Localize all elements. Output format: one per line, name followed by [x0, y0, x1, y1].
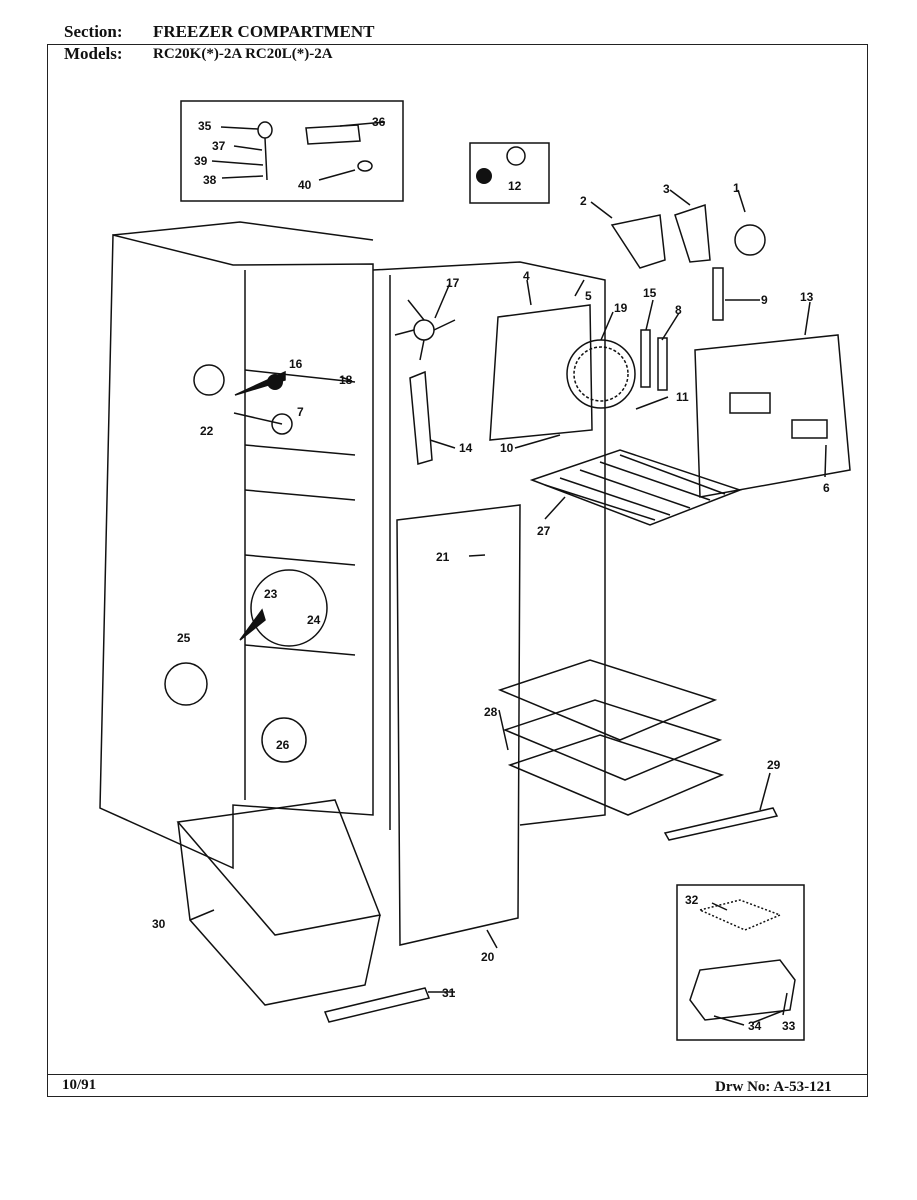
callout-7: 7: [297, 405, 304, 419]
callout-22: 22: [200, 424, 214, 438]
section-title: FREEZER COMPARTMENT: [153, 22, 375, 41]
callout-31: 31: [442, 986, 456, 1000]
inset-box-12: [469, 142, 550, 204]
callout-9: 9: [761, 293, 768, 307]
callout-28: 28: [484, 705, 498, 719]
callout-12: 12: [508, 179, 522, 193]
callout-27: 27: [537, 524, 551, 538]
callout-5: 5: [585, 289, 592, 303]
callout-30: 30: [152, 917, 166, 931]
inset-box-hinge-parts: [180, 100, 404, 202]
section-label: Section:: [64, 22, 123, 41]
callout-16: 16: [289, 357, 303, 371]
callout-36: 36: [372, 115, 386, 129]
callout-35: 35: [198, 119, 212, 133]
diagram-frame: [47, 44, 868, 1097]
callout-18: 18: [339, 373, 353, 387]
callout-17: 17: [446, 276, 460, 290]
callout-40: 40: [298, 178, 312, 192]
callout-4: 4: [523, 269, 530, 283]
inset-box-ice-bin: [676, 884, 805, 1041]
callout-23: 23: [264, 587, 278, 601]
callout-15: 15: [643, 286, 657, 300]
callout-33: 33: [782, 1019, 796, 1033]
callout-6: 6: [823, 481, 830, 495]
callout-13: 13: [800, 290, 814, 304]
cabinet-outline: [99, 234, 374, 870]
callout-38: 38: [203, 173, 217, 187]
drawing-number: Drw No: A-53-121: [715, 1079, 832, 1095]
revision-date: 10/91: [62, 1077, 97, 1093]
models-list: RC20K(*)-2A RC20L(*)-2A: [153, 46, 333, 62]
callout-11: 11: [676, 390, 689, 404]
callout-8: 8: [675, 303, 682, 317]
callout-19: 19: [614, 301, 628, 315]
callout-32: 32: [685, 893, 699, 907]
callout-39: 39: [194, 154, 208, 168]
callout-1: 1: [733, 181, 740, 195]
callout-21: 21: [436, 550, 450, 564]
callout-2: 2: [580, 194, 587, 208]
callout-26: 26: [276, 738, 290, 752]
callout-14: 14: [459, 441, 473, 455]
callout-3: 3: [663, 182, 670, 196]
callout-24: 24: [307, 613, 321, 627]
callout-37: 37: [212, 139, 226, 153]
footer-divider: [47, 1074, 868, 1075]
callout-20: 20: [481, 950, 495, 964]
models-label: Models:: [64, 44, 123, 63]
callout-34: 34: [748, 1019, 762, 1033]
callout-25: 25: [177, 631, 191, 645]
callout-29: 29: [767, 758, 781, 772]
callout-10: 10: [500, 441, 514, 455]
